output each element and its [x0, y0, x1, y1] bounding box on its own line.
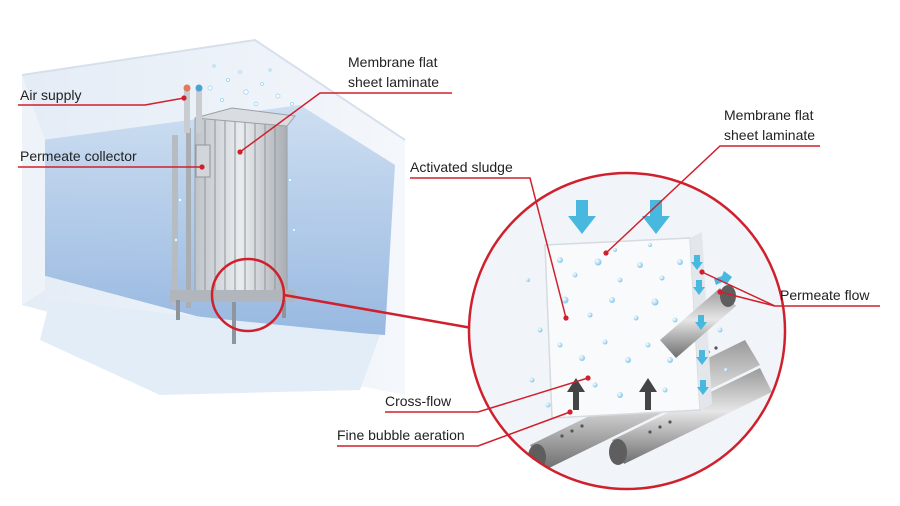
permeate-collector-box [195, 144, 211, 178]
callout-cross-flow [385, 377, 589, 413]
label-permeate-flow: Permeate flow [780, 287, 870, 303]
inflow-arrows [568, 200, 670, 234]
callout-membrane-left [239, 92, 452, 153]
label-permeate-collector: Permeate collector [20, 148, 137, 164]
detail-circle-border [467, 171, 787, 491]
module-top [194, 107, 296, 127]
detail-circle [467, 171, 787, 491]
air-supply-pipe-cap [183, 84, 191, 92]
callout-permeate-flow-2 [719, 291, 776, 307]
callout-membrane-right [605, 145, 820, 254]
label-membrane-right-line1: Membrane flat [724, 107, 814, 123]
zoom-connector [283, 293, 473, 330]
tank-floor [40, 300, 380, 395]
module-frame-left-post-2 [186, 128, 191, 308]
label-membrane-left-line2: sheet laminate [348, 74, 440, 90]
tank-bubbles [174, 64, 296, 242]
module-frame-left-post [172, 135, 178, 305]
label-cross-flow: Cross-flow [385, 393, 452, 409]
callout-dots [181, 95, 723, 415]
label-membrane-left-line1: Membrane flat [348, 54, 438, 70]
air-supply-pipe [184, 88, 190, 133]
module-leg-2 [232, 302, 236, 344]
callout-air-supply [18, 97, 185, 106]
permeate-pipe-cap [195, 84, 203, 92]
callout-lines [18, 92, 880, 447]
cross-flow-arrows [567, 378, 657, 410]
label-membrane-right-line2: sheet laminate [724, 127, 816, 143]
permeate-flow-arrows [691, 255, 732, 395]
membrane-module [170, 84, 296, 344]
tank-rim [21, 38, 406, 141]
callout-activated-sludge [410, 177, 567, 319]
label-fine-bubble-aeration: Fine bubble aeration [337, 427, 465, 443]
callout-fine-bubble [337, 411, 571, 447]
module-leg-1 [176, 300, 180, 320]
sludge-bubbles [526, 243, 728, 408]
permeate-pipe [196, 88, 202, 133]
module-leg-3 [282, 300, 286, 318]
module-stack [194, 117, 288, 294]
label-air-supply: Air supply [20, 87, 82, 103]
label-activated-sludge: Activated sludge [410, 159, 513, 175]
module-base-frame [170, 290, 295, 302]
tank-front-wall-left [22, 75, 45, 305]
aeration-pipe-right [609, 368, 772, 465]
